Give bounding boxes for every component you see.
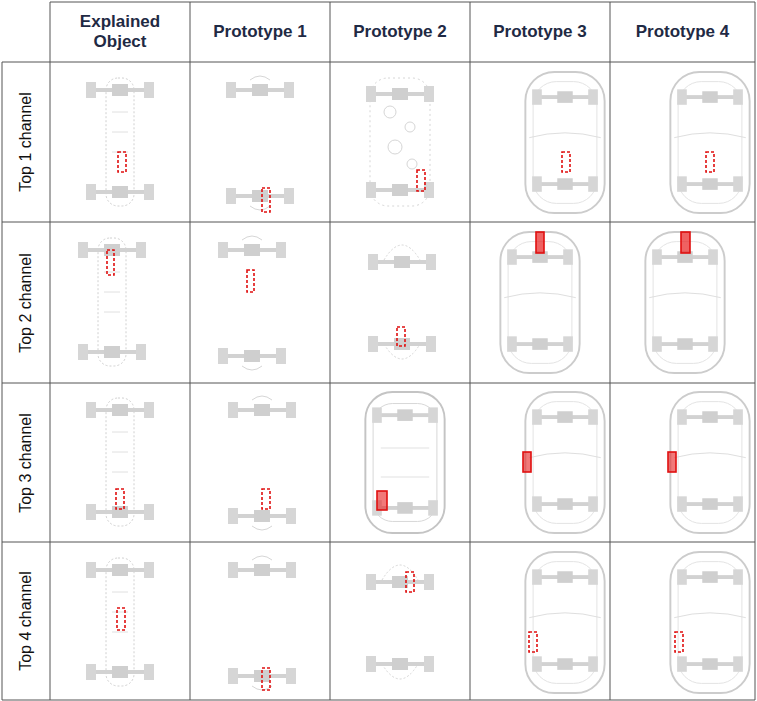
row-header-cell: Top 2 channel <box>2 222 50 383</box>
column-header: Prototype 3 <box>478 22 602 42</box>
row-header-cell: Top 4 channel <box>2 542 50 700</box>
row-header: Top 3 channel <box>17 413 35 513</box>
column-header: Prototype 2 <box>338 22 462 42</box>
column-header-cell: Explained Object <box>50 2 190 62</box>
column-header: Prototype 1 <box>198 22 322 42</box>
row-header: Top 2 channel <box>17 253 35 353</box>
row-header: Top 1 channel <box>17 92 35 192</box>
column-header-cell: Prototype 2 <box>330 2 470 62</box>
row-header-cell: Top 1 channel <box>2 62 50 222</box>
column-header-cell: Prototype 3 <box>470 2 610 62</box>
row-header: Top 4 channel <box>17 571 35 671</box>
row-header-cell: Top 3 channel <box>2 383 50 542</box>
column-header-cell: Prototype 1 <box>190 2 330 62</box>
column-header: Prototype 4 <box>618 22 747 42</box>
column-header-cell: Prototype 4 <box>610 2 755 62</box>
column-header: Explained Object <box>58 12 182 52</box>
